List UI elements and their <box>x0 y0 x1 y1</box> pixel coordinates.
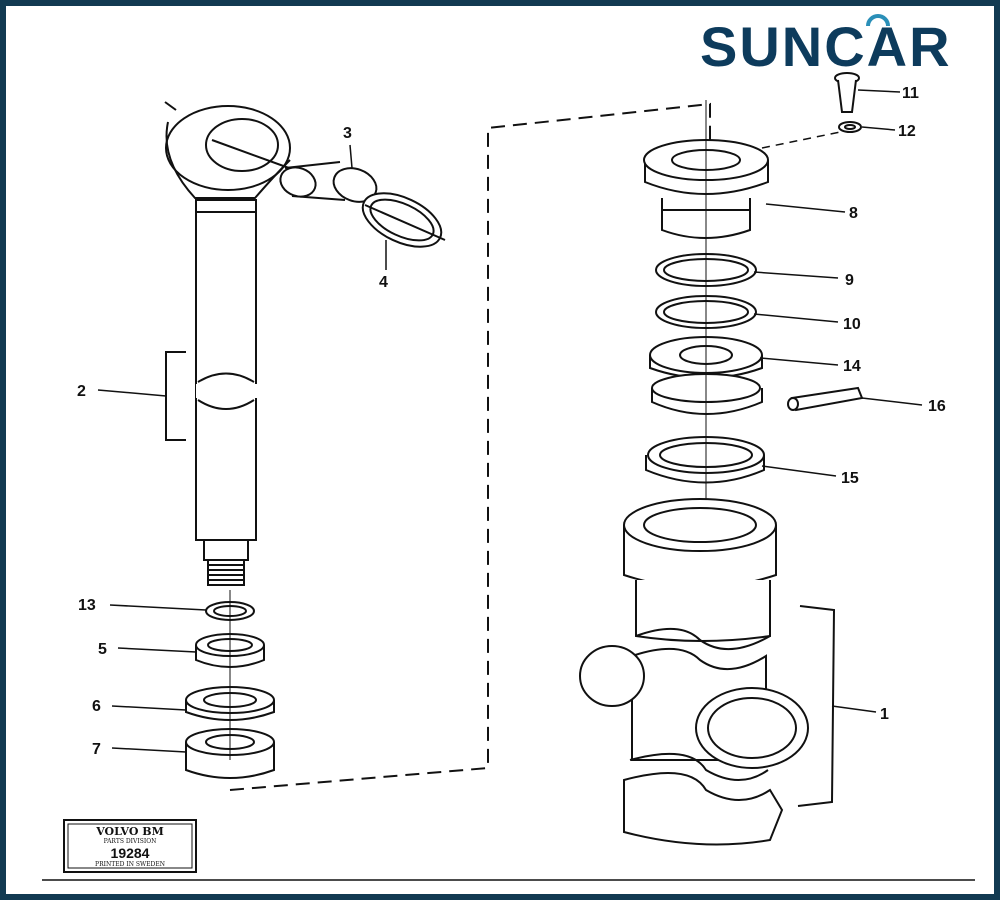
callout-13: 13 <box>78 597 96 614</box>
stamp-division: PARTS DIVISION <box>104 838 157 845</box>
bracket-part-1 <box>797 605 836 807</box>
callout-10: 10 <box>843 316 861 333</box>
callout-5: 5 <box>98 641 107 658</box>
stamp-brand: VOLVO BM <box>95 825 164 838</box>
callout-7: 7 <box>92 741 101 758</box>
pin-part-16 <box>787 386 864 412</box>
suncar-logo: SUNCAR <box>700 14 952 76</box>
callout-11: 11 <box>902 85 919 102</box>
callout-3: 3 <box>343 125 352 142</box>
callout-2: 2 <box>77 383 86 400</box>
callout-16: 16 <box>928 398 946 415</box>
bushing-part-3 <box>279 161 378 203</box>
bracket-part-2 <box>165 351 186 441</box>
washer-part-12 <box>838 121 862 133</box>
callout-4: 4 <box>379 274 388 291</box>
callout-6: 6 <box>92 698 101 715</box>
logo-accent-arc <box>866 14 890 27</box>
volvo-bm-stamp: VOLVO BM PARTS DIVISION 19284 PRINTED IN… <box>63 819 197 873</box>
callout-14: 14 <box>843 358 861 375</box>
callout-9: 9 <box>845 272 854 289</box>
callout-8: 8 <box>849 205 858 222</box>
piston-rod <box>195 199 258 586</box>
stamp-printed: PRINTED IN SWEDEN <box>95 861 165 868</box>
bolt-part-11 <box>834 72 860 113</box>
callout-12: 12 <box>898 123 916 140</box>
seal-part-15 <box>645 436 765 484</box>
stamp-number: 19284 <box>111 845 150 861</box>
callout-1: 1 <box>880 706 889 723</box>
leader-lines <box>97 89 923 753</box>
logo-text: SUNCAR <box>700 15 952 76</box>
piston-rod-eye <box>164 101 301 199</box>
cylinder-tube-part-1 <box>579 498 809 846</box>
ring-part-4 <box>361 192 446 248</box>
callout-15: 15 <box>841 470 859 487</box>
